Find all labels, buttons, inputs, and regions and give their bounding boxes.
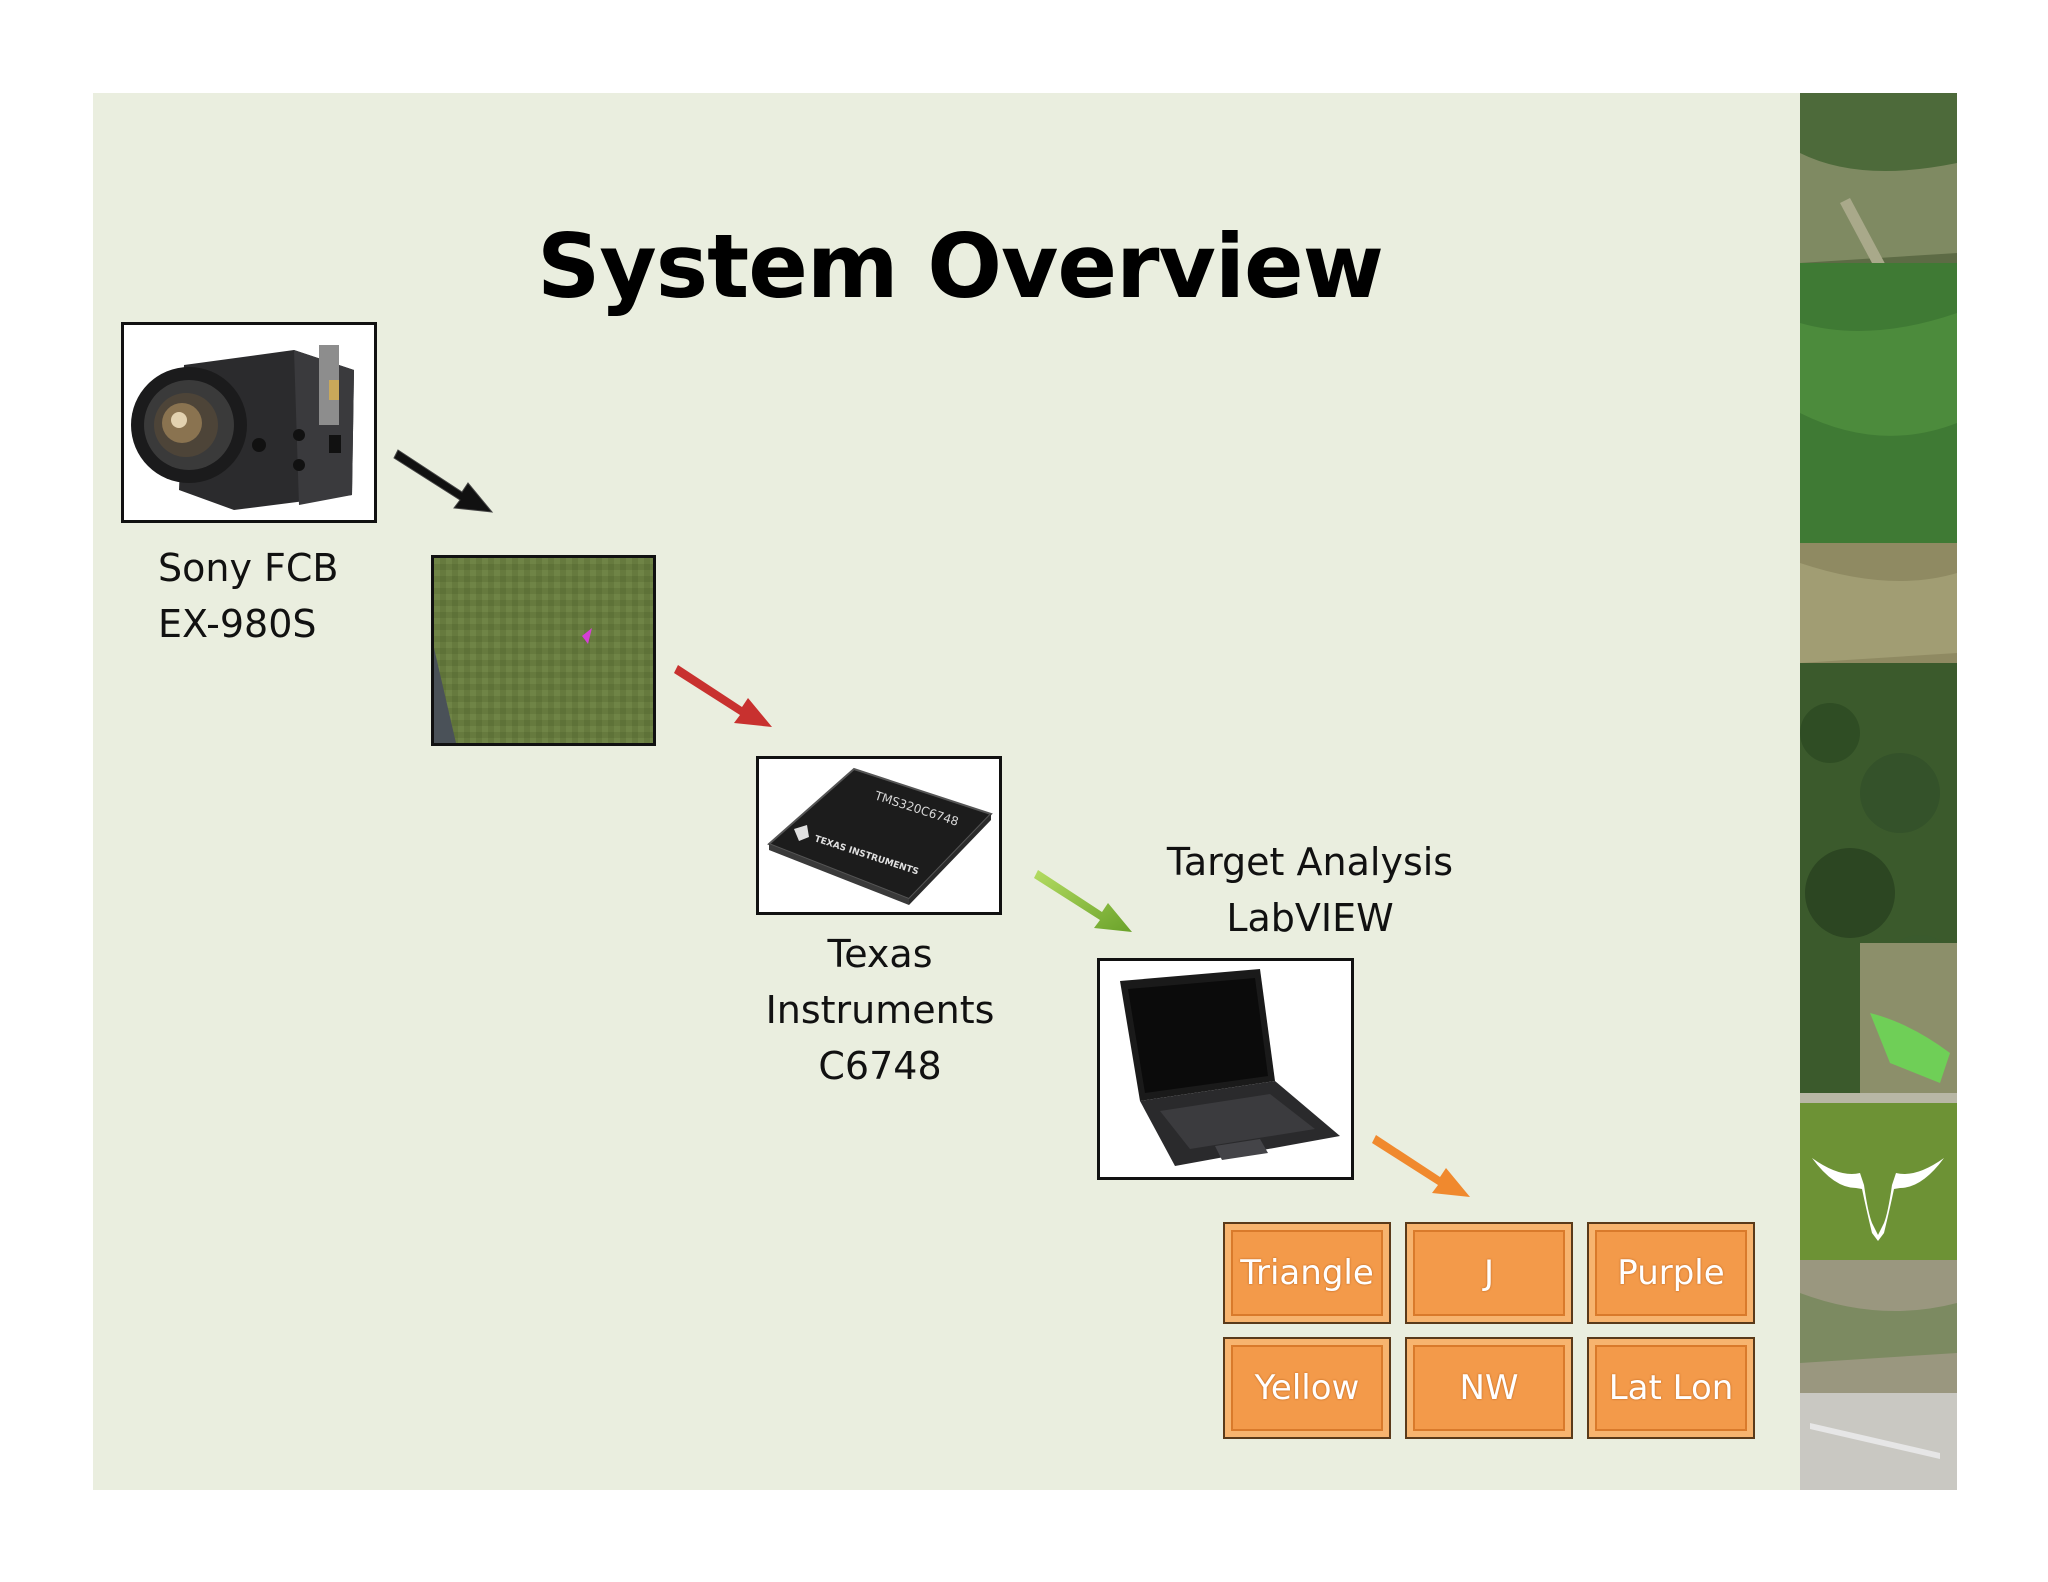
analysis-label: Target Analysis LabVIEW [1150,834,1470,946]
camera-label-line-2: EX-980S [158,602,317,646]
analysis-label-line-2: LabVIEW [1226,896,1394,940]
output-location: Lat Lon [1587,1337,1755,1439]
arrow-laptop-to-outputs [1372,1135,1470,1197]
camera-icon [124,325,374,520]
aerial-sidebar-image [1800,93,1957,1490]
chip-label-line-3: C6748 [818,1044,942,1088]
aerial-image-icon [434,558,653,743]
arrow-camera-to-image [393,449,494,513]
logo-panel [1800,1103,1957,1260]
output-shape: Triangle [1223,1222,1391,1324]
camera-label-line-1: Sony FCB [158,546,339,590]
aerial-image-frame [431,555,656,746]
chip-label-line-2: Instruments [765,988,995,1032]
aerial-sidebar [1800,93,1957,1490]
chip-icon: TMS320C6748 TEXAS INSTRUMENTS [759,759,999,912]
chip-label-line-1: Texas [827,932,933,976]
output-shape-color: Purple [1587,1222,1755,1324]
arrow-chip-to-laptop [1034,870,1132,932]
camera-label: Sony FCB EX-980S [158,540,338,652]
output-character-color: Yellow [1223,1337,1391,1439]
camera-frame [121,322,377,523]
longhorn-logo-icon [1812,1158,1944,1241]
chip-frame: TMS320C6748 TEXAS INSTRUMENTS [756,756,1002,915]
laptop-icon [1100,961,1351,1177]
output-character: J [1405,1222,1573,1324]
slide-title: System Overview [537,215,1384,318]
laptop-frame [1097,958,1354,1180]
analysis-label-line-1: Target Analysis [1166,840,1454,884]
chip-label: Texas Instruments C6748 [755,926,1005,1094]
arrow-image-to-chip [674,665,772,727]
output-orientation: NW [1405,1337,1573,1439]
